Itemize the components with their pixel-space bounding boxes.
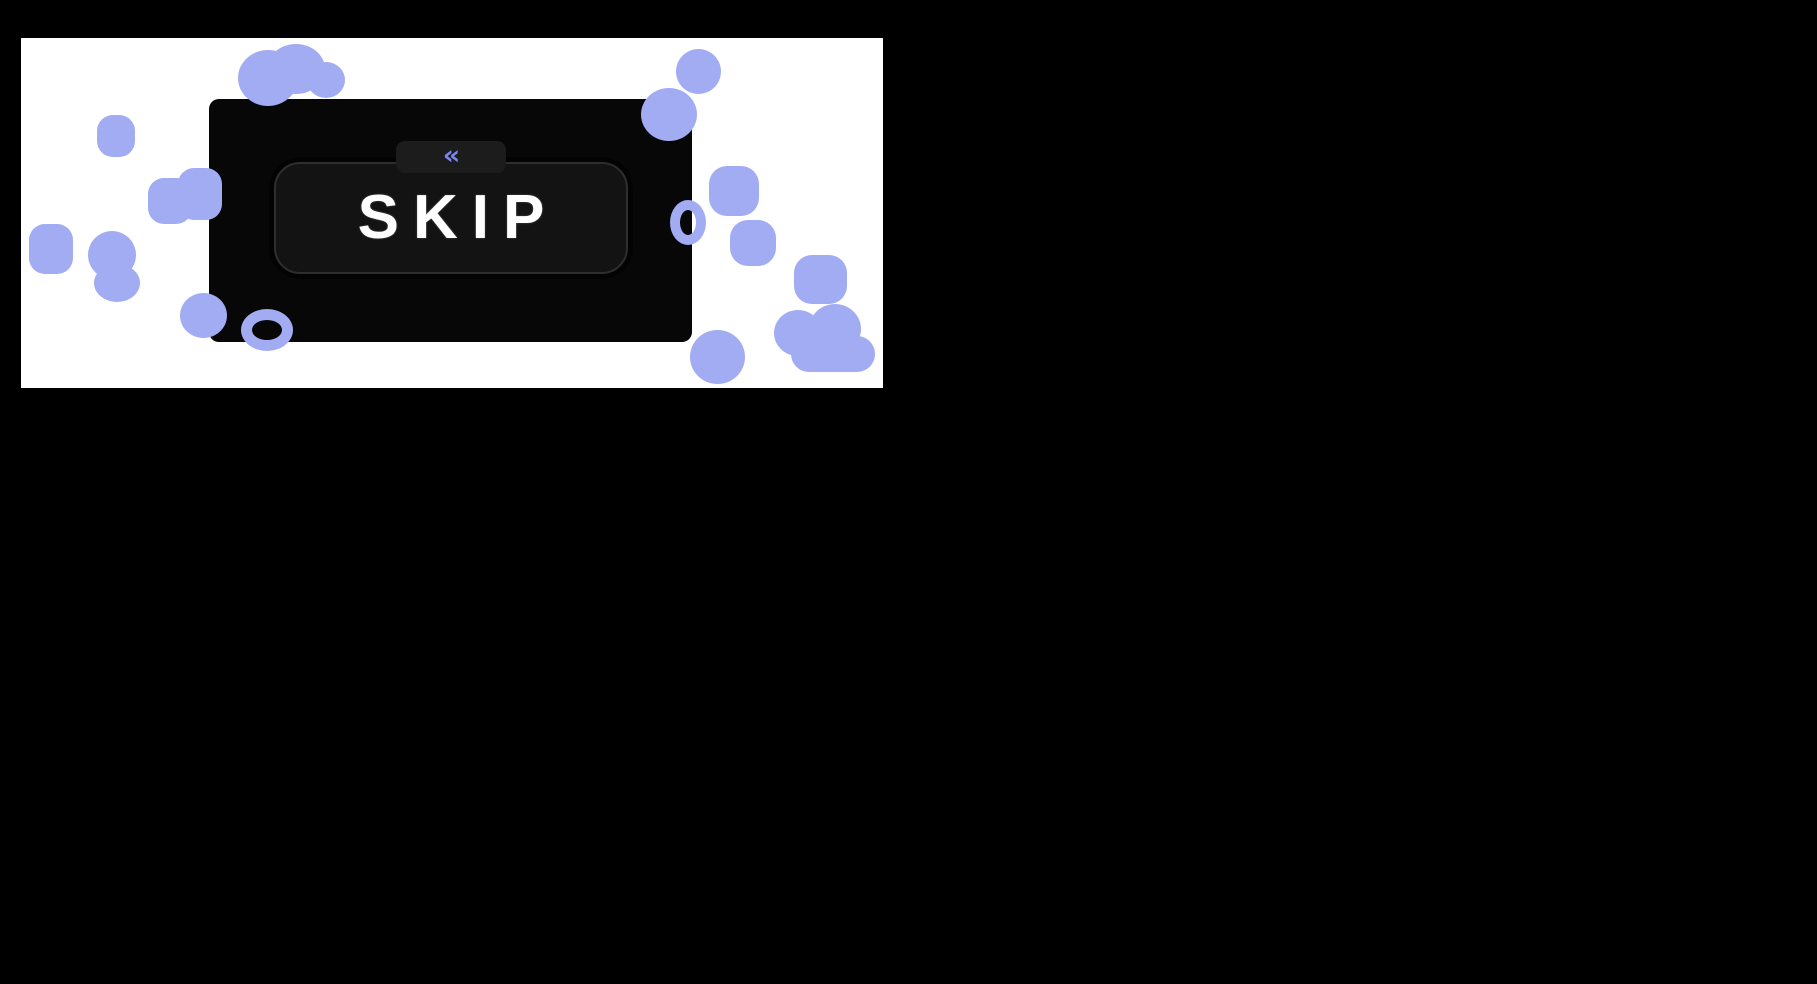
paint-blob <box>94 264 140 302</box>
paint-blob <box>180 293 227 338</box>
paint-blob <box>791 336 875 372</box>
paint-blob <box>641 88 697 141</box>
paint-blob <box>676 49 721 94</box>
paint-blob <box>97 115 135 157</box>
collapse-tab-button[interactable]: « <box>395 139 506 173</box>
paint-blob <box>178 168 222 220</box>
paint-blob <box>730 220 776 266</box>
paint-blob-ring <box>670 200 706 245</box>
paint-blob-ring <box>241 309 293 351</box>
paint-blob <box>307 62 345 98</box>
paint-blob <box>709 166 759 216</box>
paint-blob <box>690 330 745 384</box>
paint-blob <box>29 224 73 274</box>
skip-button[interactable]: SKIP <box>274 162 628 274</box>
skip-button-label: SKIP <box>357 183 559 252</box>
chevron-double-left-icon: « <box>442 139 461 171</box>
paint-blob <box>794 255 847 304</box>
drawing-canvas[interactable]: « SKIP <box>21 38 883 388</box>
skip-panel: « SKIP <box>209 99 692 342</box>
